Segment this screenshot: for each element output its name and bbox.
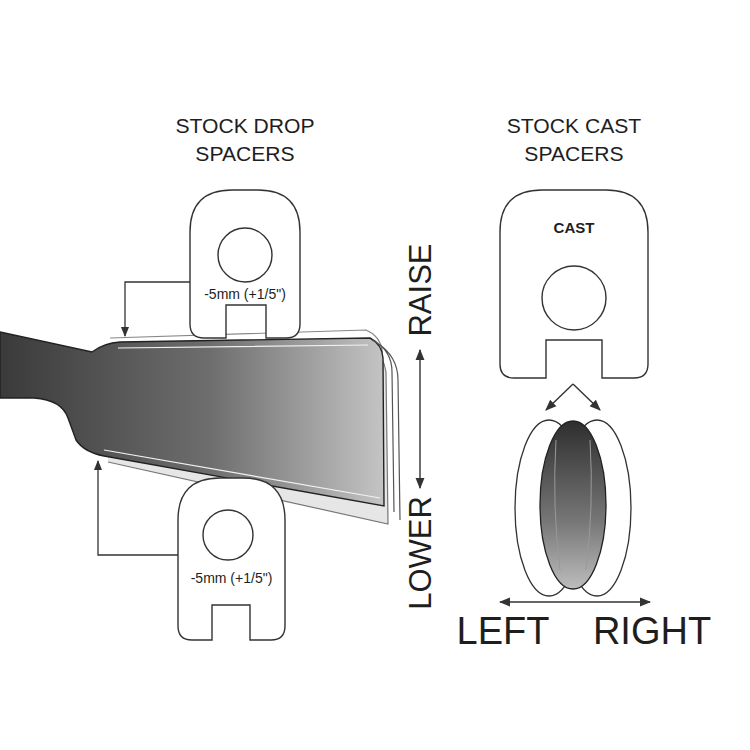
leader-line [125,282,190,336]
butt-plate-shading [555,440,592,570]
spacer-outline [190,190,300,338]
direction-label: LEFT [457,612,550,650]
cast-arrow [573,384,600,410]
gun-stock [0,332,384,506]
cast-spacer: CASTSTOCK CAST SPACERS [500,190,648,378]
direction-label: LOWER [405,496,436,610]
section-heading: STOCK CAST SPACERS [474,112,674,168]
leader-line [98,461,178,555]
cast-spacer-outline [500,190,648,378]
butt-plate-edges [372,340,400,520]
raise-lower-arrow [419,350,420,488]
drop-spacer: -5mm (+1/5") [178,478,285,640]
spacer-hole [203,510,253,560]
butt-plate-center [540,421,606,589]
spacer-size-label: -5mm (+1/5") [191,570,273,587]
section-heading: STOCK DROP SPACERS [145,112,345,168]
cast-label: CAST [554,219,595,237]
stock-highlight [104,345,380,498]
spacer-hole [218,228,272,282]
drop-spacer-outline [190,190,300,338]
direction-label: RAISE [405,243,436,336]
spacer-outline [178,478,285,640]
left-right-arrow [500,601,650,602]
spacer-size-label: -5mm (+1/5") [204,286,286,303]
spacer-hole [542,266,606,330]
spacer-outline [500,190,648,378]
drop-spacer-outline [178,478,285,640]
drop-spacer: STOCK DROP SPACERS-5mm (+1/5") [190,190,300,338]
direction-label: RIGHT [593,612,711,650]
cast-arrow [546,384,573,410]
